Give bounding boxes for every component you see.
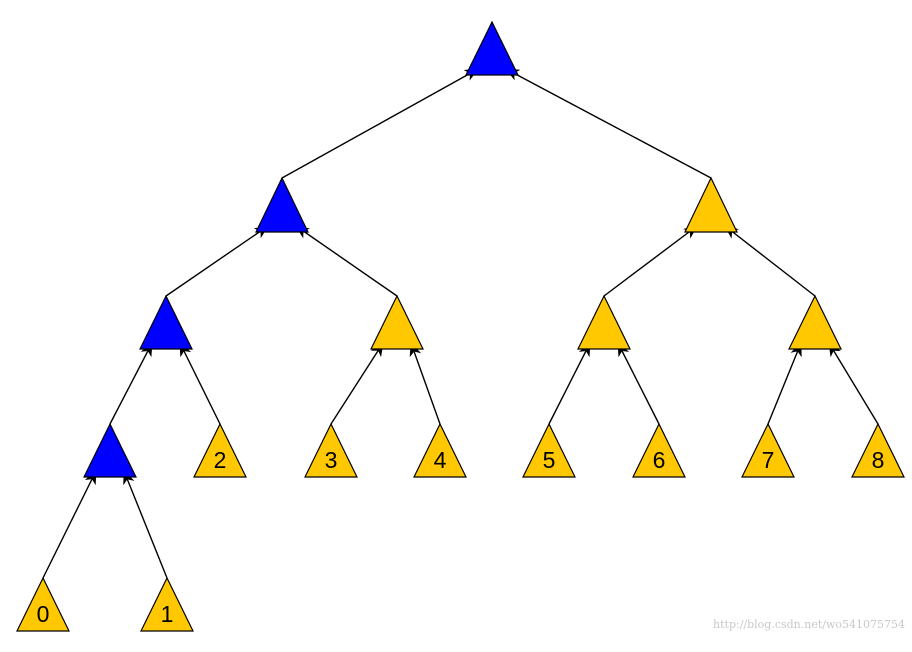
triangle-orange xyxy=(741,422,795,478)
triangle-orange xyxy=(370,294,424,350)
node-label: 5 xyxy=(543,447,556,473)
node-leaf-4: 4 xyxy=(413,422,467,478)
edge-l2-d-to-l1-right xyxy=(724,225,816,297)
node-label: 8 xyxy=(872,447,885,473)
edge-l2-c-to-l1-right xyxy=(603,225,698,297)
node-leaf-5: 5 xyxy=(522,422,576,478)
node-label: 7 xyxy=(762,447,775,473)
edge-l2-b-to-l1-left xyxy=(295,225,398,297)
node-l2-c xyxy=(577,294,631,350)
node-leaf-7: 7 xyxy=(741,422,795,478)
node-root xyxy=(465,20,519,76)
node-l1-right xyxy=(684,176,738,233)
node-l2-a xyxy=(139,294,193,350)
edge-leaf-0-to-l3-a xyxy=(42,470,97,579)
node-label: 1 xyxy=(161,601,174,627)
edge-l2-a-to-l1-left xyxy=(165,225,269,297)
edge-leaf-7-to-l2-d xyxy=(767,342,802,425)
edges xyxy=(42,68,879,579)
node-l1-left xyxy=(255,176,309,233)
triangle-blue xyxy=(255,176,309,233)
edge-leaf-4-to-l2-b xyxy=(409,342,441,425)
triangle-orange xyxy=(788,294,842,350)
triangle-orange xyxy=(577,294,631,350)
node-leaf-1: 1 xyxy=(140,576,194,632)
triangle-orange xyxy=(413,422,467,478)
triangle-blue xyxy=(83,422,137,478)
node-leaf-3: 3 xyxy=(304,422,358,478)
watermark-text: http://blog.csdn.net/wo541075754 xyxy=(713,618,905,631)
nodes: 2 3 4 5 6 7 8 0 1 xyxy=(16,20,905,632)
triangle-blue xyxy=(139,294,193,350)
triangle-orange xyxy=(140,576,194,632)
edge-l1-right-to-root xyxy=(505,68,712,179)
triangle-orange xyxy=(522,422,576,478)
edge-leaf-8-to-l2-d xyxy=(828,342,879,425)
node-l3-a xyxy=(83,422,137,478)
edge-l1-left-to-root xyxy=(281,68,479,179)
node-l2-d xyxy=(788,294,842,350)
node-label: 3 xyxy=(325,447,338,473)
triangle-orange xyxy=(193,422,247,478)
triangle-orange xyxy=(684,176,738,233)
edge-l3-a-to-l2-a xyxy=(109,342,153,425)
node-leaf-0: 0 xyxy=(16,576,70,632)
node-label: 6 xyxy=(653,447,666,473)
triangle-orange xyxy=(632,422,686,478)
node-label: 0 xyxy=(37,601,50,627)
node-label: 2 xyxy=(214,447,227,473)
edge-leaf-5-to-l2-c xyxy=(548,342,591,425)
node-leaf-8: 8 xyxy=(851,422,905,478)
node-leaf-2: 2 xyxy=(193,422,247,478)
triangle-orange xyxy=(851,422,905,478)
node-label: 4 xyxy=(434,447,447,473)
node-l2-b xyxy=(370,294,424,350)
edge-leaf-2-to-l2-a xyxy=(179,342,221,425)
triangle-orange xyxy=(304,422,358,478)
triangle-orange xyxy=(16,576,70,632)
edge-leaf-6-to-l2-c xyxy=(617,342,660,425)
node-leaf-6: 6 xyxy=(632,422,686,478)
edge-leaf-3-to-l2-b xyxy=(330,342,384,425)
triangle-blue xyxy=(465,20,519,76)
edge-leaf-1-to-l3-a xyxy=(123,470,168,579)
